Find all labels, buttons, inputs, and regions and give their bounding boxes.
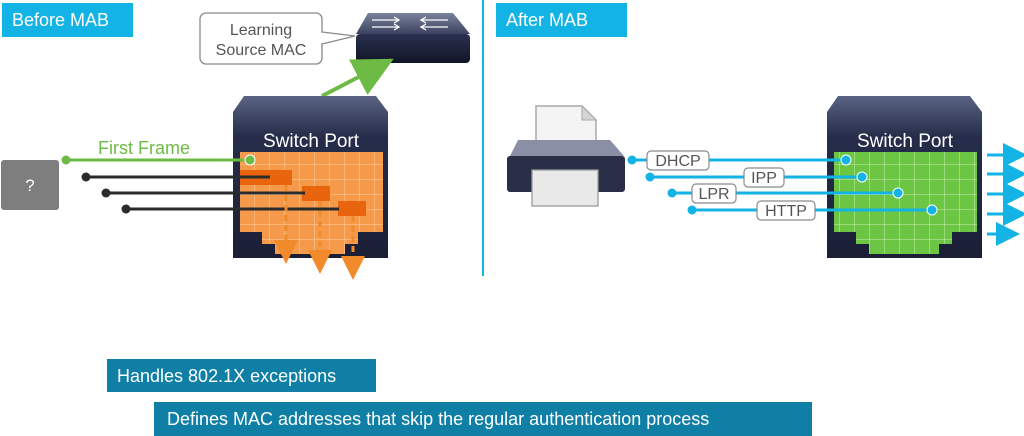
protocol-tag-http: HTTP (756, 200, 816, 221)
protocol-label: DHCP (655, 153, 700, 170)
unknown-device-label: ? (25, 176, 34, 195)
protocol-label: LPR (698, 186, 729, 203)
switch-port-after: Switch Port (827, 96, 982, 258)
learning-arrow (321, 58, 394, 98)
protocol-label: IPP (751, 170, 777, 187)
protocol-tag-dhcp: DHCP (646, 150, 710, 171)
unknown-device: ? (1, 160, 59, 210)
callout-line-1: Learning (230, 22, 292, 39)
note-mac-bypass: Defines MAC addresses that skip the regu… (154, 402, 812, 436)
protocol-flows: DHCP IPP LPR HTTP (627, 150, 938, 221)
before-mab-label: Before MAB (2, 3, 133, 37)
protocol-tag-lpr: LPR (691, 183, 737, 204)
network-switch-icon (356, 13, 470, 63)
switch-port-label-before: Switch Port (263, 131, 360, 152)
protocol-tag-ipp: IPP (743, 167, 785, 188)
after-mab-label: After MAB (496, 3, 627, 37)
printer-icon (507, 104, 625, 207)
note-exceptions: Handles 802.1X exceptions (107, 359, 376, 392)
first-frame-flow: First Frame (61, 138, 256, 166)
blocked-frames (81, 170, 366, 280)
egress-arrows (987, 143, 1024, 246)
switch-port-label-after: Switch Port (857, 131, 954, 152)
callout-line-2: Source MAC (216, 42, 307, 59)
learning-callout: Learning Source MAC (199, 12, 356, 65)
protocol-label: HTTP (765, 203, 807, 220)
first-frame-label: First Frame (98, 138, 190, 158)
